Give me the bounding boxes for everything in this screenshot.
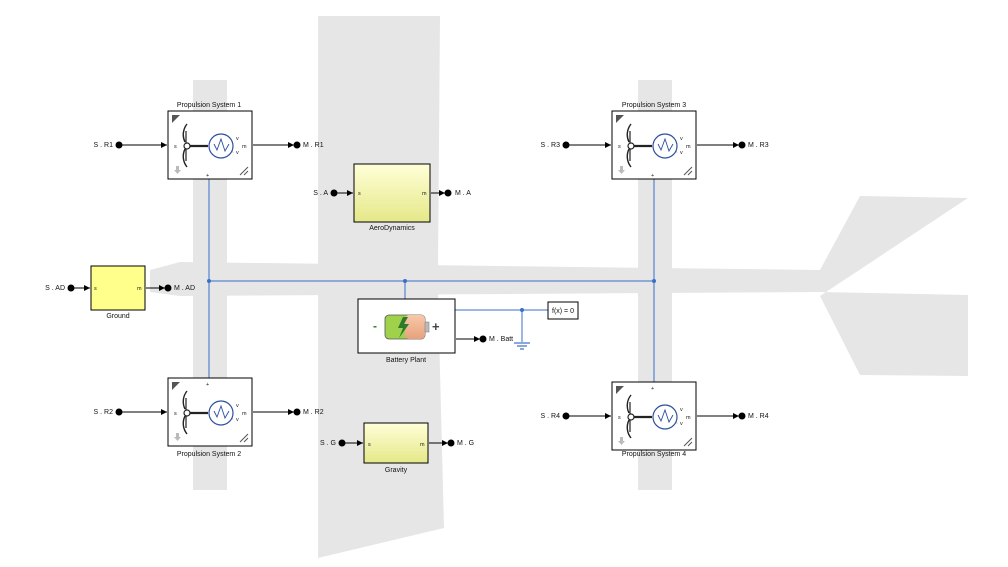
- signal-s-r1[interactable]: S . R1: [94, 141, 167, 150]
- propulsion-system-1-block[interactable]: Propulsion System 1 s m +: [167, 102, 253, 180]
- svg-text:m: m: [422, 191, 427, 197]
- svg-text:s: s: [618, 144, 621, 150]
- svg-text:s: s: [174, 144, 177, 150]
- signal-s-a[interactable]: S . A: [313, 189, 353, 198]
- port-s-r3-label: S . R3: [541, 142, 561, 149]
- signal-m-r1[interactable]: M . R1: [253, 141, 324, 150]
- port-s-r1-label: S . R1: [94, 142, 114, 149]
- signal-m-ad[interactable]: M . AD: [146, 284, 195, 293]
- svg-text:m: m: [137, 286, 142, 292]
- port-s-r4-label: S . R4: [541, 413, 561, 420]
- port-s-r2-label: S . R2: [94, 409, 114, 416]
- signal-m-r2[interactable]: M . R2: [253, 408, 324, 417]
- svg-text:m: m: [420, 442, 425, 448]
- svg-text:s: s: [358, 191, 361, 197]
- battery-plant-block[interactable]: - + Battery Plant: [357, 298, 456, 364]
- ground-block[interactable]: s m Ground: [90, 265, 146, 320]
- gravity-block[interactable]: s m Gravity: [363, 422, 429, 474]
- battery-plant-title: Battery Plant: [386, 357, 426, 364]
- port-m-r4-label: M . R4: [748, 413, 769, 420]
- port-m-r3-label: M . R3: [748, 142, 769, 149]
- port-m-a-label: M . A: [455, 190, 471, 197]
- signal-m-a[interactable]: M . A: [431, 189, 471, 198]
- signal-s-ad[interactable]: S . AD: [45, 284, 90, 293]
- svg-text:+: +: [432, 319, 440, 334]
- propulsion-system-1-title: Propulsion System 1: [177, 102, 241, 109]
- port-s-a-label: S . A: [313, 190, 328, 197]
- aerodynamics-title: AeroDynamics: [369, 225, 415, 232]
- propulsion-system-3-title: Propulsion System 3: [622, 102, 686, 109]
- svg-text:m: m: [242, 144, 247, 150]
- svg-text:+: +: [651, 173, 654, 179]
- port-m-ad-label: M . AD: [174, 285, 195, 292]
- svg-text:s: s: [618, 415, 621, 421]
- port-m-g-label: M . G: [457, 440, 474, 447]
- signal-m-g[interactable]: M . G: [429, 439, 474, 448]
- solver-configuration-block[interactable]: f(x) = 0: [547, 301, 579, 320]
- svg-text:-: -: [373, 319, 377, 333]
- solver-configuration-label: f(x) = 0: [552, 308, 574, 315]
- port-m-r2-label: M . R2: [303, 409, 324, 416]
- svg-text:s: s: [368, 442, 371, 448]
- battery-icon: [384, 314, 430, 340]
- svg-text:+: +: [206, 382, 209, 388]
- svg-text:m: m: [686, 415, 691, 421]
- propulsion-system-2-title: Propulsion System 2: [177, 451, 241, 458]
- aircraft-silhouette: [150, 16, 968, 558]
- ground-title: Ground: [106, 313, 129, 320]
- signal-s-r4[interactable]: S . R4: [541, 412, 611, 421]
- propulsion-system-4-block[interactable]: s m + Propulsion System 4: [611, 381, 697, 458]
- physical-connection-network: [207, 174, 656, 382]
- svg-text:m: m: [242, 411, 247, 417]
- signal-s-r3[interactable]: S . R3: [541, 141, 611, 150]
- gravity-title: Gravity: [385, 467, 408, 474]
- electrical-reference-icon[interactable]: [514, 342, 530, 350]
- aerodynamics-block[interactable]: s m AeroDynamics: [353, 163, 431, 232]
- port-s-ad-label: S . AD: [45, 285, 65, 292]
- svg-text:+: +: [651, 386, 654, 392]
- signal-m-batt[interactable]: M . Batt: [456, 335, 513, 344]
- signal-m-r3[interactable]: M . R3: [697, 141, 769, 150]
- svg-text:+: +: [206, 173, 209, 179]
- svg-text:m: m: [686, 144, 691, 150]
- signal-s-g[interactable]: S . G: [320, 439, 363, 448]
- port-m-r1-label: M . R1: [303, 142, 324, 149]
- signal-m-r4[interactable]: M . R4: [697, 412, 769, 421]
- propulsion-system-4-title: Propulsion System 4: [622, 451, 686, 458]
- svg-text:s: s: [94, 286, 97, 292]
- propulsion-system-2-block[interactable]: s m + Propulsion System 2: [167, 377, 253, 458]
- port-s-g-label: S . G: [320, 440, 336, 447]
- port-m-batt-label: M . Batt: [489, 336, 513, 343]
- propulsion-system-3-block[interactable]: Propulsion System 3 s m +: [611, 102, 697, 180]
- signal-s-r2[interactable]: S . R2: [94, 408, 167, 417]
- svg-text:s: s: [174, 411, 177, 417]
